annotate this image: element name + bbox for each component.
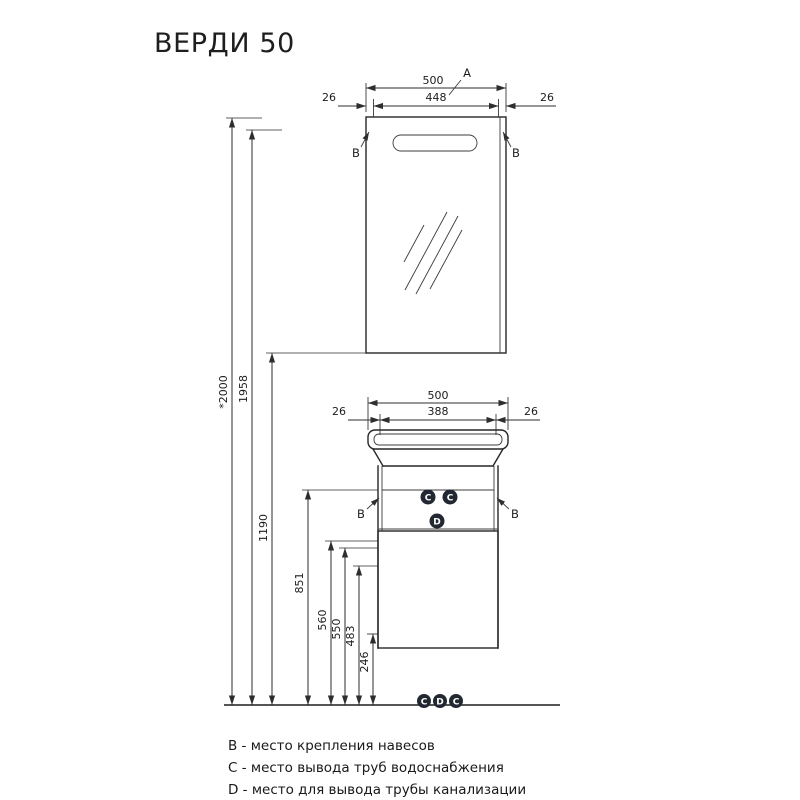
legend: B - место крепления навесов C - место вы… [228,738,526,798]
floor-marker-c-left [417,694,431,708]
height-851-label: 851 [293,573,306,594]
height-1190-label: 1190 [257,514,270,542]
floor-marker-d [433,694,447,708]
floor-marker-c-right [449,694,463,708]
water-supply-marker-left-label: C [425,494,432,504]
upper-mount-b-left: B [352,146,360,160]
upper-section-marker-a: A [463,66,471,80]
upper-offset-left-label: 26 [322,91,336,104]
drain-marker [429,513,445,529]
height-dimensions: *2000 1958 1190 851 560 550 483 246 [217,117,378,705]
page-title: ВЕРДИ 50 [154,28,295,59]
mirror-cabinet [365,116,507,354]
floor-marker-c-left-label: C [421,698,428,708]
water-supply-marker-right-label: C [447,494,454,504]
height-1958-label: 1958 [237,375,250,403]
height-550-label: 550 [330,619,343,640]
mirror-cabinet-outline [365,116,507,354]
legend-line-d: D - место для вывода трубы канализации [228,782,526,798]
water-supply-marker-left [420,489,436,505]
height-246-label: 246 [358,652,371,673]
sink-rim [367,429,509,450]
lower-offset-left-label: 26 [332,405,346,418]
sink-bowl [372,448,504,467]
floor-marker-c-right-label: C [453,698,460,708]
height-total-label: *2000 [217,375,230,409]
drain-marker-label: D [433,518,440,528]
upper-offset-right-label: 26 [540,91,554,104]
vanity-cabinet: C C D B B [357,429,519,649]
height-483-label: 483 [344,626,357,647]
lower-offset-right-label: 26 [524,405,538,418]
mirror-shine-lines [403,211,463,295]
lower-span-label: 388 [428,405,449,418]
lower-width-label: 500 [428,389,449,402]
mirror-light-strip [392,134,478,152]
height-560-label: 560 [316,610,329,631]
drawer-front [377,530,499,649]
sink-rim-inner [373,433,503,446]
upper-width-label: 500 [423,74,444,87]
lower-mount-b-right: B [511,507,519,521]
legend-line-c: C - место вывода труб водоснабжения [228,760,504,776]
upper-span-label: 448 [426,91,447,104]
floor-area: C D C [224,694,560,708]
floor-marker-d-label: D [436,698,443,708]
legend-line-b: B - место крепления навесов [228,738,435,754]
lower-dimensions: 500 26 388 26 [332,389,540,435]
upper-mount-b-right: B [512,146,520,160]
water-supply-marker-right [442,489,458,505]
cabinet-side-walls [377,465,499,649]
lower-mount-b-left: B [357,507,365,521]
upper-dimensions: 500 A 26 448 26 B B [322,66,556,160]
